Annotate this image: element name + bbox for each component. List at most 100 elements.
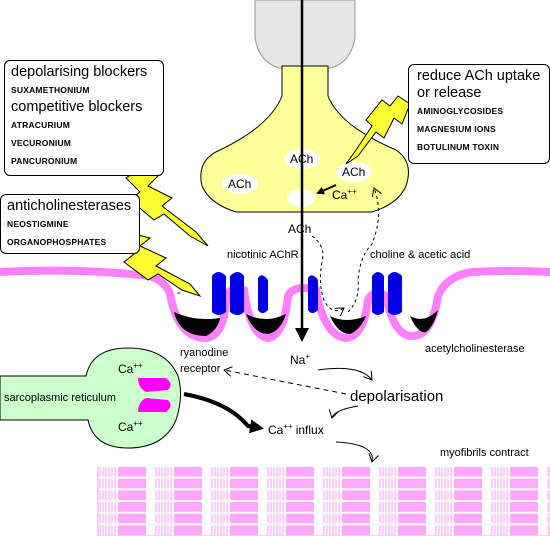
ryanodine-label-line2: receptor — [180, 363, 221, 375]
sarcomere-band — [286, 478, 314, 489]
sarcomere-band — [118, 490, 146, 500]
sarcomere-band — [230, 467, 258, 477]
nicotinic-receptor — [372, 272, 402, 315]
myofibrils-label: myofibrils contract — [440, 447, 529, 459]
sarcomere-band — [286, 525, 314, 535]
sr-calcium-top: Ca++ — [118, 361, 143, 376]
acetylcholinesterase-label: acetylcholinesterase — [425, 343, 525, 355]
sarcomere-band — [342, 467, 370, 477]
neostigmine-item: NEOSTIGMINE — [7, 219, 69, 229]
competitive-blockers-title: competitive blockers — [11, 99, 143, 115]
sarcomere-band — [398, 513, 426, 524]
ryanodine-signal-arrow — [224, 370, 347, 395]
sarcomere-band — [510, 490, 538, 500]
depolarisation-to-influx-arrow — [332, 405, 359, 418]
vecuronium-item: VECURONIUM — [11, 138, 72, 148]
choline-reuptake-path — [347, 188, 379, 313]
sarcomere-band — [342, 513, 370, 524]
sarcomere-band — [174, 478, 202, 489]
vesicle-label: ACh — [228, 177, 251, 191]
ach-release-panel: reduce ACh uptake or release AMINOGLYCOS… — [408, 64, 550, 164]
sarcomere-band — [342, 490, 370, 500]
sarcomere-band — [454, 478, 482, 489]
pancuronium-item: PANCURONIUM — [11, 156, 78, 166]
neuromuscular-blocker-panel: depolarising blockers SUXAMETHONIUM comp… — [4, 60, 164, 176]
acetylcholinesterase-deposit — [410, 310, 438, 333]
sr-calcium-bottom: Ca++ — [118, 419, 143, 434]
nicotinic-receptor — [258, 275, 268, 313]
sarcomere-band — [286, 490, 314, 500]
lightning-bolt-icon — [345, 95, 411, 165]
terminal-calcium: Ca++ — [332, 187, 357, 202]
nicotinic-label: nicotinic AChR — [227, 249, 299, 261]
sarcomere-band — [286, 502, 314, 512]
anticholinesterases-title: anticholinesterases — [7, 198, 132, 214]
sarcomere-band — [398, 525, 426, 535]
sarcomere-band — [454, 490, 482, 500]
anticholinesterase-panel: anticholinesterases NEOSTIGMINE ORGANOPH… — [0, 194, 140, 254]
calcium-release-arrow — [183, 392, 264, 434]
sarcomere-band — [342, 502, 370, 512]
calcium-arrow — [316, 184, 337, 195]
reduce-ach-title: reduce ACh uptake — [417, 68, 541, 84]
acetylcholinesterase-deposit — [330, 316, 366, 334]
botulinum-item: BOTULINUM TOXIN — [417, 142, 500, 152]
sarcomere-band — [342, 525, 370, 535]
sodium-to-depolarisation-arrow — [317, 367, 372, 380]
nicotinic-receptor — [308, 275, 318, 313]
atracurium-item: ATRACURIUM — [11, 120, 70, 130]
sarcoplasmic-reticulum — [0, 347, 182, 449]
sarcomere-band — [342, 478, 370, 489]
sarcomere-band — [286, 513, 314, 524]
sarcomere-band — [118, 502, 146, 512]
influx-calcium: Ca++influx — [268, 422, 324, 437]
sarcomere-band — [510, 525, 538, 535]
sarcomere-band — [510, 467, 538, 477]
sarcomere-band — [454, 525, 482, 535]
sarcoplasmic-label: sarcoplasmic reticulum — [4, 392, 116, 404]
aminoglycosides-item: AMINOGLYCOSIDES — [417, 106, 504, 116]
ryanodine-receptor — [138, 378, 171, 412]
myofibrils — [97, 465, 550, 536]
vesicle — [336, 162, 372, 182]
sarcomere-band — [174, 525, 202, 535]
reduce-ach-title-line2: or release — [417, 85, 482, 101]
sarcomere-band — [454, 467, 482, 477]
sarcomere-band — [174, 467, 202, 477]
sarcomere-band — [398, 467, 426, 477]
sarcomere-band — [398, 478, 426, 489]
sarcomere-band — [510, 513, 538, 524]
sarcomere-band — [118, 467, 146, 477]
sarcomere-band — [510, 502, 538, 512]
lightning-bolt-icon — [125, 169, 209, 247]
ryanodine-label: ryanodine — [180, 347, 228, 359]
vesicle-label: ACh — [342, 165, 365, 179]
sarcomere-band — [454, 502, 482, 512]
acetylcholinesterase-deposit — [174, 312, 220, 336]
sarcomere-band — [230, 490, 258, 500]
sarcomere-band — [510, 478, 538, 489]
sarcomere-band — [230, 525, 258, 535]
sarcomere-band — [174, 490, 202, 500]
nicotinic-receptor — [212, 272, 244, 315]
depolarisation-label: depolarisation — [350, 388, 443, 405]
sarcomere-band — [286, 467, 314, 477]
sarcomere-band — [398, 502, 426, 512]
released-ach-label: ACh — [288, 222, 311, 236]
sarcomere-band — [230, 513, 258, 524]
organophosphates-item: ORGANOPHOSPHATES — [7, 237, 107, 247]
vesicle — [222, 174, 258, 194]
acetylcholinesterase-deposit — [246, 314, 286, 334]
axon — [254, 0, 356, 69]
sodium-label: Na+ — [290, 352, 310, 367]
magnesium-item: MAGNESIUM IONS — [417, 124, 496, 134]
sarcomere-band — [174, 502, 202, 512]
sarcomere-band — [454, 513, 482, 524]
hydrolysis-path — [311, 235, 344, 311]
choline-label: choline & acetic acid — [370, 249, 470, 261]
sarcomere-band — [118, 478, 146, 489]
sarcomere-band — [230, 502, 258, 512]
sarcomere-band — [174, 513, 202, 524]
sarcomere-band — [230, 478, 258, 489]
